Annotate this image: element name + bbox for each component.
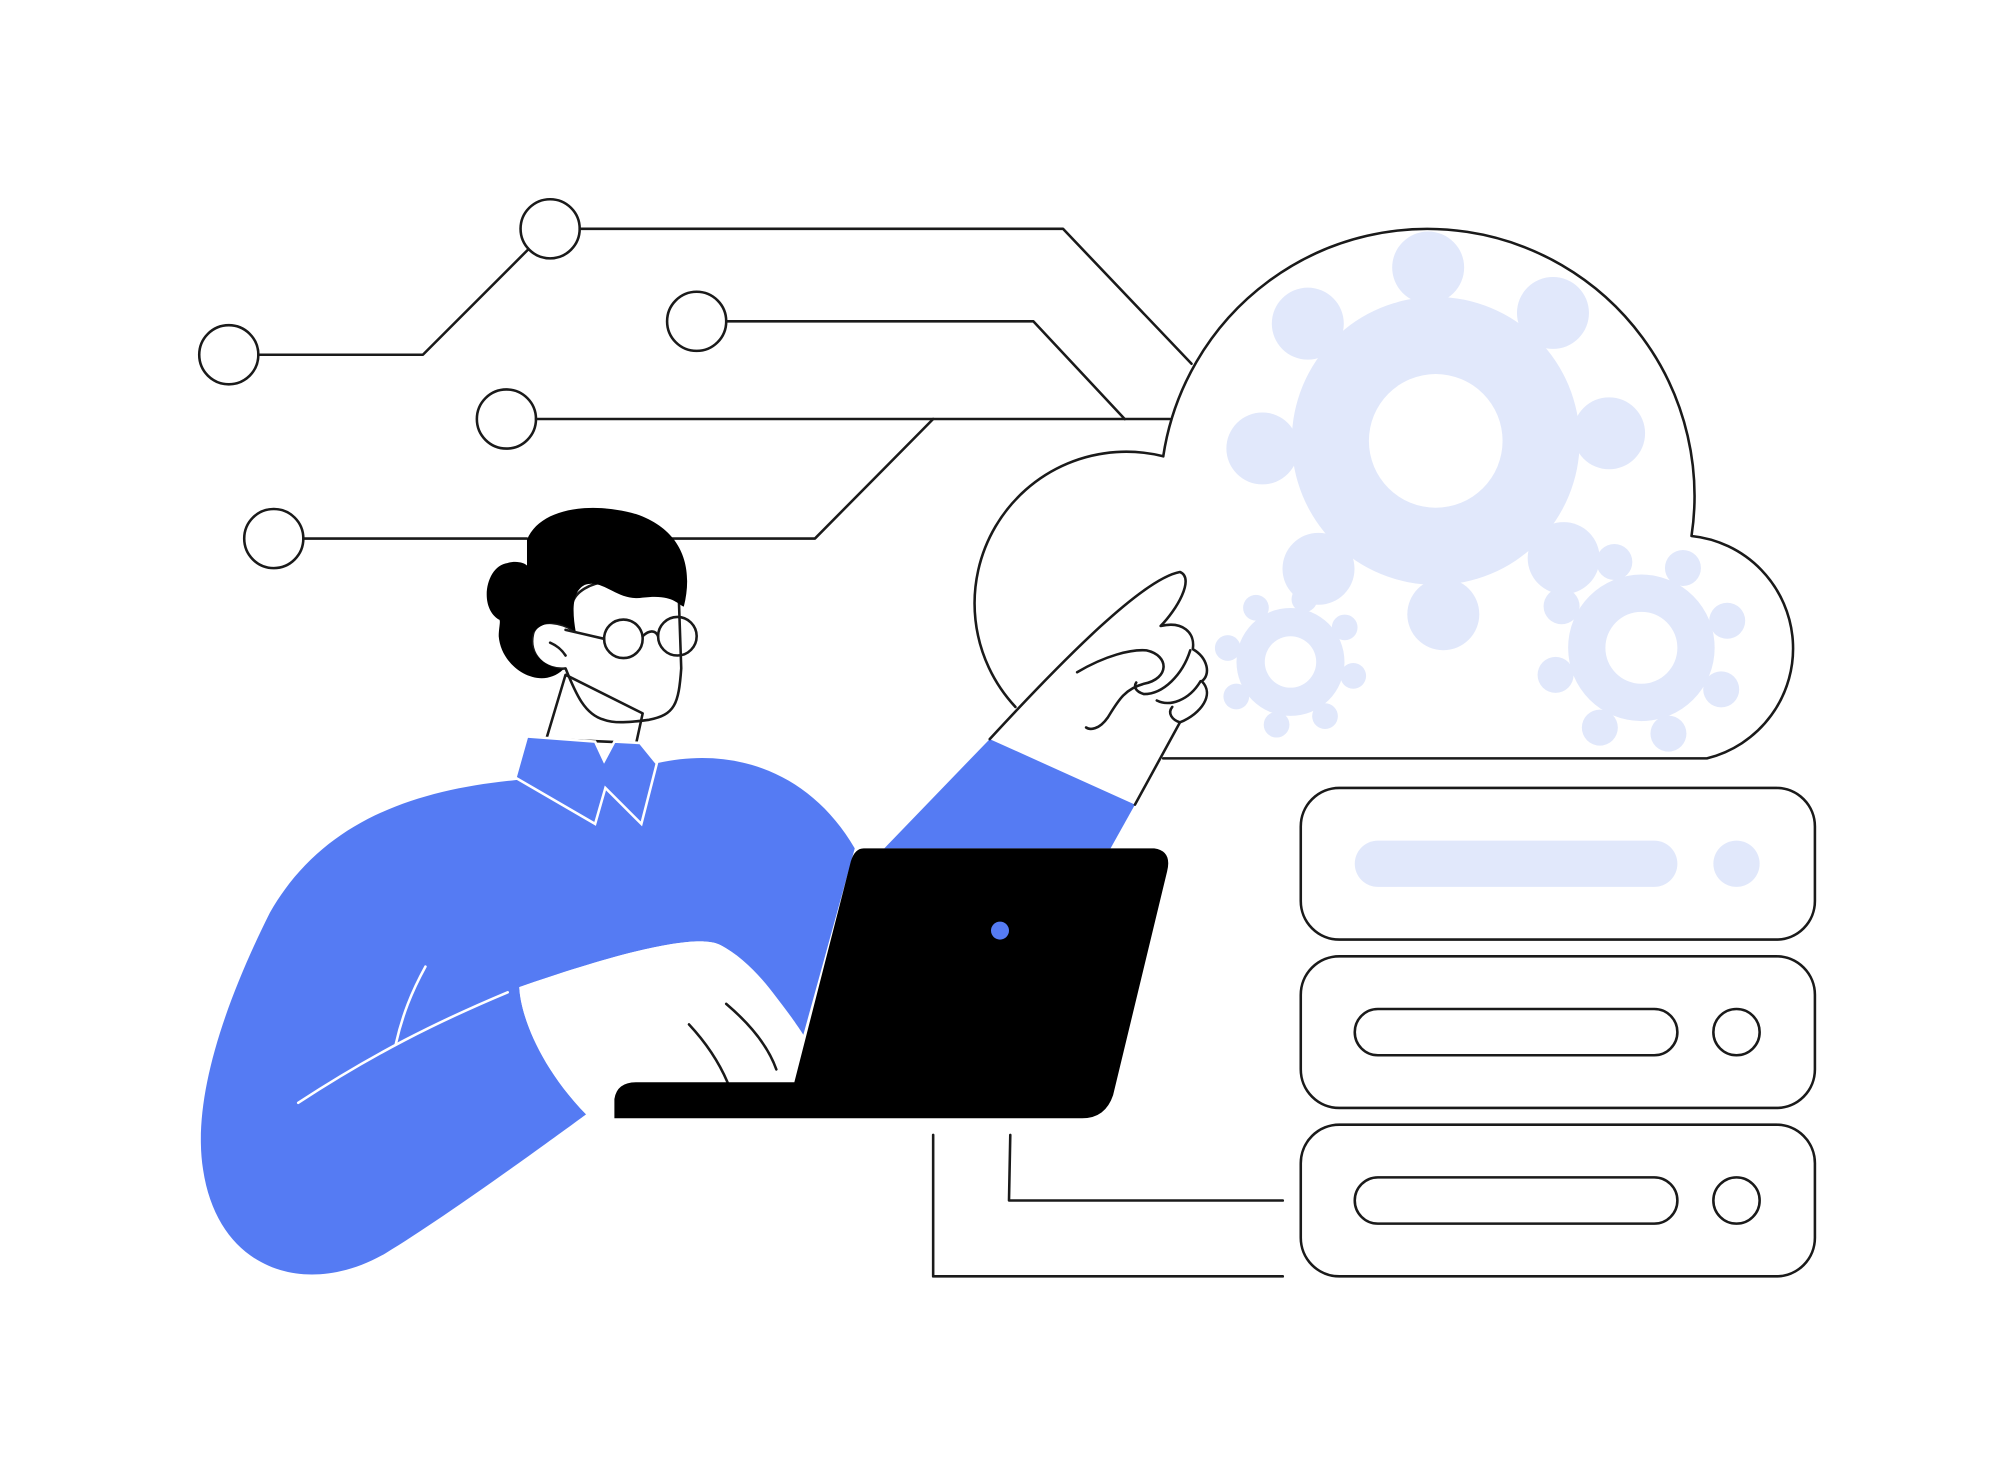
circuit-node-icon xyxy=(665,290,728,353)
circuit-node-icon xyxy=(242,507,305,570)
neck xyxy=(544,673,644,745)
hair xyxy=(486,507,688,679)
body xyxy=(200,757,855,1275)
gear-icon xyxy=(1214,231,1746,752)
laptop-icon xyxy=(614,848,1169,1119)
server-icon xyxy=(1299,786,1817,941)
gear-icon xyxy=(1537,544,1746,752)
server-icon xyxy=(1299,1123,1817,1278)
circuit-lines xyxy=(197,197,1193,570)
gear-icon xyxy=(1226,231,1646,651)
cloud-icon xyxy=(973,227,1795,760)
collar xyxy=(513,735,659,827)
raised-arm xyxy=(884,739,1135,849)
glasses-icon xyxy=(548,615,698,660)
circuit-node-icon xyxy=(475,388,538,450)
circuit-node-icon xyxy=(197,323,260,386)
servers xyxy=(931,786,1817,1278)
server-icon xyxy=(1299,955,1817,1110)
gear-icon xyxy=(1214,586,1367,738)
person xyxy=(200,507,1209,1275)
circuit-node-icon xyxy=(519,197,581,260)
